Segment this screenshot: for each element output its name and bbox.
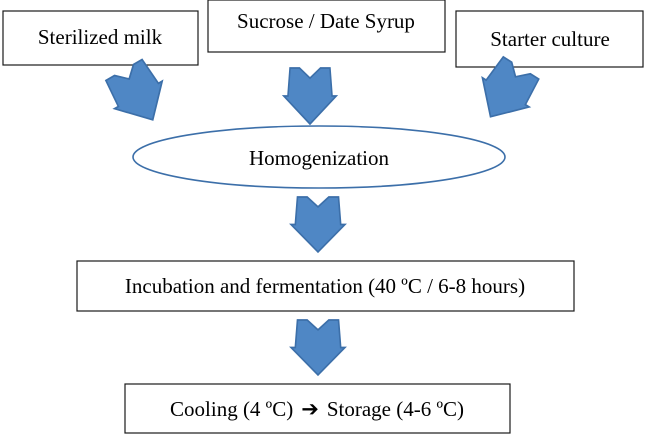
cooling-storage-label: Cooling (4 ºC) ➔ Storage (4-6 ºC) (170, 397, 464, 421)
incubation-label: Incubation and fermentation (40 ºC / 6-8… (125, 274, 525, 298)
homogenization-node: Homogenization (132, 125, 506, 189)
sterilized-milk-node: Sterilized milk (2, 10, 199, 66)
sweetener-label: Sucrose / Date Syrup (237, 9, 415, 33)
arrow-down-icon (290, 319, 346, 376)
starter-culture-label: Starter culture (490, 27, 610, 51)
cooling-storage-node: Cooling (4 ºC) ➔ Storage (4-6 ºC) (124, 383, 511, 434)
homogenization-label: Homogenization (249, 146, 389, 170)
right-arrow-icon: ➔ (301, 397, 319, 421)
storage-label: Storage (4-6 ºC) (327, 397, 464, 421)
arrow-down-icon (99, 55, 178, 135)
arrow-down-icon (290, 196, 346, 253)
arrow-down-icon (282, 67, 338, 125)
sterilized-milk-label: Sterilized milk (38, 25, 163, 49)
cooling-label: Cooling (4 ºC) (170, 397, 293, 421)
incubation-node: Incubation and fermentation (40 ºC / 6-8… (76, 260, 575, 312)
starter-culture-node: Starter culture (455, 10, 644, 68)
sweetener-node: Sucrose / Date Syrup (207, 0, 446, 53)
